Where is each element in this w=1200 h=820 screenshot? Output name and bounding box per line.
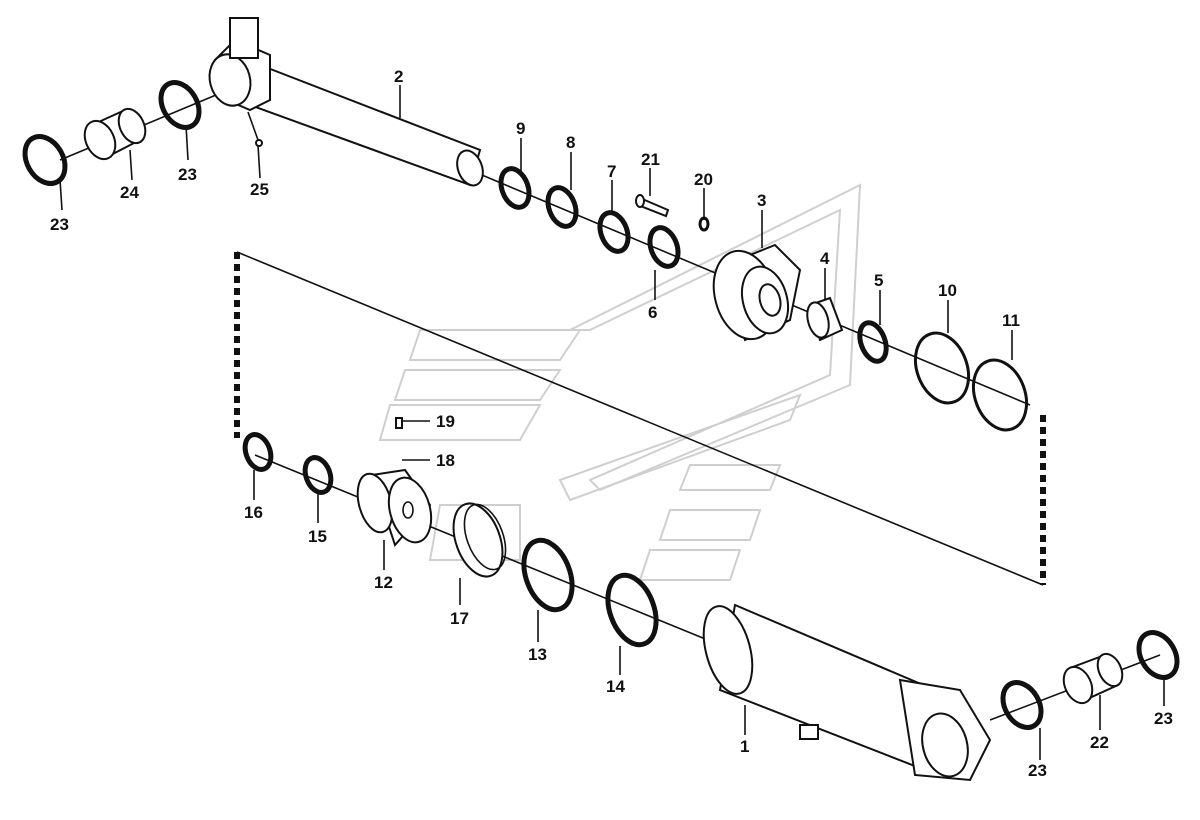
part-11-seal [971, 358, 1029, 432]
part-10-seal [913, 331, 971, 405]
label-part-2: 2 [394, 67, 403, 86]
watermark-logo [378, 183, 862, 581]
part-23-ring-right [1136, 630, 1180, 680]
label-part-20: 20 [694, 170, 713, 189]
piston-seals-left [242, 432, 334, 495]
part-12-piston [356, 468, 433, 547]
label-part-3: 3 [757, 191, 766, 210]
label-part-18: 18 [436, 451, 455, 470]
part-23-ring-mid [158, 80, 202, 130]
callout-leaders [59, 85, 1165, 760]
part-23-ring-left [22, 134, 68, 186]
part-1-cylinder-barrel [702, 603, 992, 782]
label-part-6: 6 [648, 303, 657, 322]
label-part-23-mid: 23 [178, 165, 197, 184]
part-4-bushing [806, 296, 844, 342]
label-part-8: 8 [566, 133, 575, 152]
label-part-23-right: 23 [1154, 709, 1173, 728]
callout-labels: 23 24 23 25 2 9 8 7 21 20 3 6 4 5 10 11 … [50, 67, 1173, 780]
label-part-7: 7 [607, 162, 616, 181]
label-part-17: 17 [450, 609, 469, 628]
label-part-21: 21 [641, 150, 660, 169]
part-24-bushing [83, 107, 147, 161]
label-part-23-barrel: 23 [1028, 761, 1047, 780]
label-part-25: 25 [250, 180, 269, 199]
part-22-bushing [1062, 652, 1124, 705]
label-part-22: 22 [1090, 733, 1109, 752]
label-part-19: 19 [436, 412, 455, 431]
label-part-16: 16 [244, 503, 263, 522]
label-part-9: 9 [516, 119, 525, 138]
label-part-10: 10 [938, 281, 957, 300]
part-13-seal [521, 537, 575, 613]
label-part-11: 11 [1002, 311, 1020, 330]
part-2-piston-rod [208, 17, 484, 187]
label-part-13: 13 [528, 645, 547, 664]
label-part-14: 14 [606, 677, 625, 696]
assembly-bracket [234, 251, 1046, 586]
label-part-23-left: 23 [50, 215, 69, 234]
label-part-1: 1 [740, 737, 749, 756]
rod-seals [498, 166, 681, 269]
label-part-24: 24 [120, 183, 139, 202]
label-part-4: 4 [820, 249, 830, 268]
part-21-screw [635, 194, 670, 218]
label-part-12: 12 [374, 573, 393, 592]
part-23-ring-barrel [1000, 680, 1044, 730]
label-part-5: 5 [874, 271, 883, 290]
part-17-guide-ring [452, 502, 507, 578]
label-part-15: 15 [308, 527, 327, 546]
part-5-seal [857, 320, 889, 364]
part-14-seal [605, 572, 659, 648]
part-3-cylinder-head [712, 243, 802, 342]
part-19-set-screw [395, 417, 403, 429]
